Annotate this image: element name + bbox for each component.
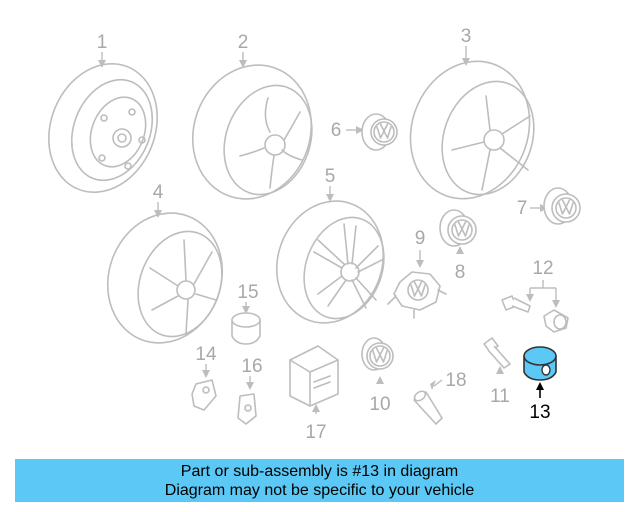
part-3-alloy-wheel[interactable]: 3 [392, 26, 550, 216]
banner-line-2: Diagram may not be specific to your vehi… [164, 482, 475, 499]
part-10-center-cap[interactable]: 10 [361, 337, 394, 415]
part-14-bracket[interactable]: 14 [191, 344, 217, 411]
label-11: 11 [490, 386, 510, 407]
label-5: 5 [325, 166, 336, 187]
label-14: 14 [195, 344, 217, 365]
label-16: 16 [241, 356, 262, 377]
label-8: 8 [455, 262, 466, 283]
parts-diagram: 1 2 3 [30, 26, 581, 443]
label-9: 9 [415, 228, 426, 249]
part-5-alloy-wheel[interactable]: 5 [260, 166, 400, 338]
part-13-highlighted[interactable]: 13 [523, 346, 557, 423]
label-15: 15 [237, 282, 258, 303]
part-15-cap[interactable]: 15 [231, 282, 261, 345]
label-1: 1 [97, 32, 108, 53]
part-4-alloy-wheel[interactable]: 4 [90, 182, 240, 359]
label-6: 6 [331, 120, 342, 141]
part-1-steel-wheel[interactable]: 1 [30, 32, 176, 209]
part-17-control-module[interactable]: 17 [289, 345, 339, 443]
part-6-center-cap[interactable]: 6 [331, 113, 398, 151]
label-4: 4 [153, 182, 164, 203]
label-7: 7 [517, 198, 528, 219]
label-17: 17 [305, 422, 326, 443]
part-9-wheel-trim[interactable]: 9 [387, 228, 447, 319]
label-12: 12 [532, 258, 553, 279]
part-11-wheel-bolt[interactable]: 11 [483, 337, 511, 407]
part-2-alloy-wheel[interactable]: 2 [174, 32, 330, 216]
part-16-sensor[interactable]: 16 [237, 356, 263, 425]
part-18-valve-stem[interactable]: 18 [413, 370, 467, 425]
banner-line-1: Part or sub-assembly is #13 in diagram [180, 463, 459, 480]
label-2: 2 [238, 32, 249, 53]
part-8-center-cap[interactable]: 8 [439, 209, 477, 283]
part-12-wheel-bolt[interactable]: 12 [501, 258, 569, 333]
info-banner: Part or sub-assembly is #13 in diagram D… [15, 459, 624, 502]
label-10: 10 [369, 394, 390, 415]
label-13: 13 [529, 402, 550, 423]
label-18: 18 [445, 370, 466, 391]
part-7-center-cap[interactable]: 7 [517, 187, 581, 225]
label-3: 3 [461, 26, 472, 47]
